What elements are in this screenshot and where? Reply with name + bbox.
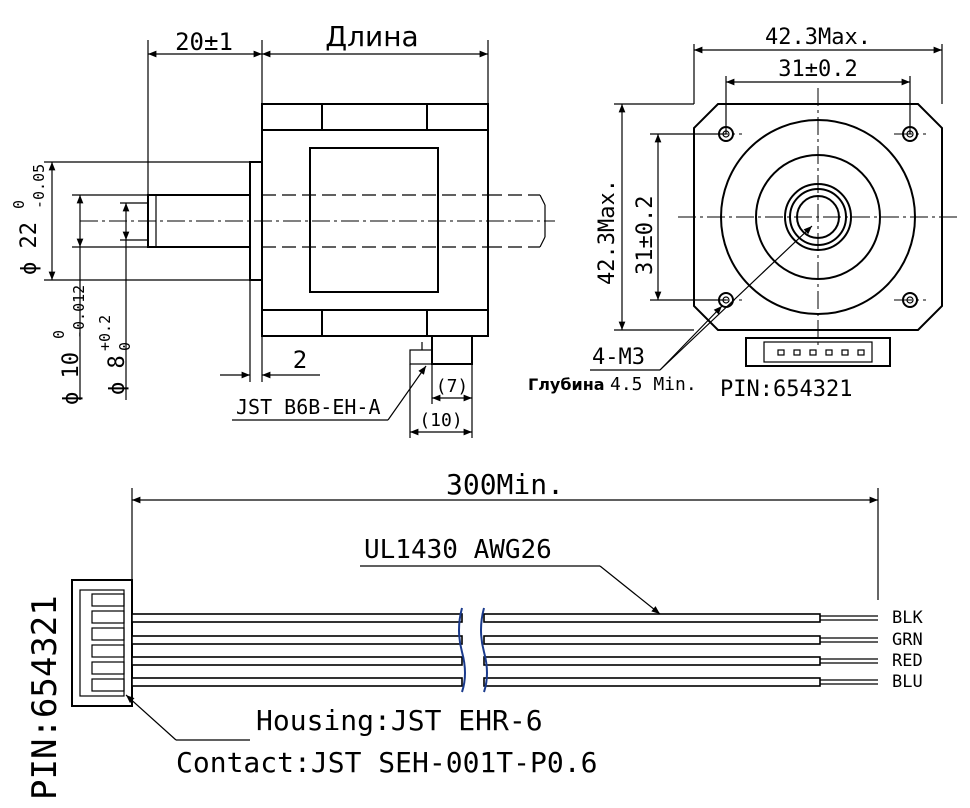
thread-label: 4-M3 [592, 345, 645, 370]
wire-color-red: RED [892, 651, 923, 671]
front-hole-spacing-v-label: 31±0.2 [633, 196, 658, 275]
boss-tol-upper: 0 [10, 200, 28, 209]
cable-assembly: 300Min. UL1430 AWG26 [25, 468, 923, 800]
body-connector [431, 335, 473, 365]
stator-core [309, 147, 439, 293]
shaft-tol-upper: 0 [50, 330, 68, 339]
connector-width-10: (10) [419, 410, 462, 431]
boss-tol-lower: -0.05 [30, 164, 48, 209]
flat-tol-upper: +0.2 [96, 315, 114, 351]
front-hole-spacing-label: 31±0.2 [778, 57, 857, 82]
wire-color-blk: BLK [892, 608, 923, 628]
flat-tol-lower: 0 [116, 342, 134, 351]
boss-height-label: 2 [293, 346, 307, 374]
front-pin-label: PIN:654321 [720, 377, 852, 402]
wires [131, 607, 878, 693]
shaft-length-label: 20±1 [175, 28, 233, 56]
connector-pins [777, 349, 865, 356]
connector-width-7: (7) [436, 376, 469, 397]
cable-pin-label: PIN:654321 [25, 595, 65, 800]
length-title: Длина [325, 20, 418, 53]
front-view: 42.3Max. 31±0.2 42.3Max. [528, 25, 958, 402]
front-width-label: 42.3Max. [765, 25, 871, 50]
contact-label: Contact:JST SEH-001T-P0.6 [176, 746, 597, 779]
boss-diameter-label: ϕ 22 [17, 222, 42, 275]
cable-housing [71, 579, 133, 707]
depth-value: 4.5 Min. [610, 374, 697, 395]
front-face [693, 103, 943, 331]
shaft-diameter-label: ϕ 10 [59, 352, 84, 405]
front-connector [745, 337, 891, 367]
front-height-label: 42.3Max. [595, 179, 620, 285]
shaft-tol-lower: -0.012 [70, 285, 88, 339]
housing-label: Housing:JST EHR-6 [256, 704, 543, 737]
wire-spec-label: UL1430 AWG26 [364, 535, 552, 565]
wire-color-grn: GRN [892, 630, 923, 650]
flat-diameter-label: ϕ 8 [105, 355, 130, 395]
depth-word: Глубина [528, 375, 605, 394]
connector-label: JST B6B-EH-A [236, 395, 381, 419]
motor-body [261, 103, 489, 337]
wire-color-blu: BLU [892, 672, 923, 692]
side-view: Длина 20±1 [10, 20, 555, 438]
housing-cavities [91, 593, 125, 692]
cable-length-label: 300Min. [446, 468, 564, 501]
